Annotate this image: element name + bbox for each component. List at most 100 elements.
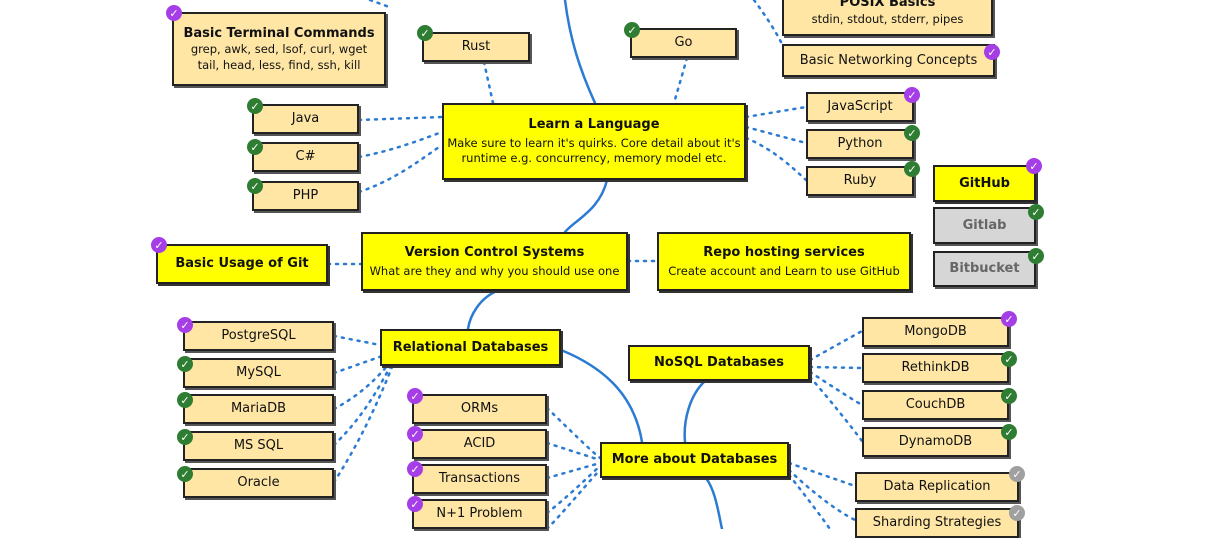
node-line: runtime e.g. concurrency, memory model e… <box>461 151 727 166</box>
done-check-icon: ✓ <box>177 466 193 482</box>
personal-recommendation-icon: ✓ <box>407 496 423 512</box>
done-check-icon: ✓ <box>1028 248 1044 264</box>
link-dots <box>752 0 784 46</box>
gitlab-node[interactable]: Gitlab <box>933 207 1036 244</box>
link-dots <box>787 473 832 529</box>
rethinkdb-node[interactable]: RethinkDB <box>862 353 1009 383</box>
github-node[interactable]: GitHub <box>933 165 1036 202</box>
main-path-curve <box>683 379 707 444</box>
main-path-curve <box>563 178 609 234</box>
dynamodb-node[interactable]: DynamoDB <box>862 427 1009 457</box>
node-line: Create account and Learn to use GitHub <box>668 263 900 278</box>
link-dots <box>332 334 382 347</box>
orms-node[interactable]: ORMs <box>412 394 547 424</box>
learn-a-language-node[interactable]: Learn a Language Make sure to learn it's… <box>442 103 746 180</box>
link-dots <box>357 130 444 159</box>
personal-recommendation-icon: ✓ <box>151 237 167 253</box>
basic-terminal-commands-node[interactable]: Basic Terminal Commands grep, awk, sed, … <box>172 12 386 86</box>
n-plus-one-problem-node[interactable]: N+1 Problem <box>412 499 547 529</box>
go-node[interactable]: Go <box>630 28 737 58</box>
node-title: Bitbucket <box>949 261 1020 277</box>
node-title: Gitlab <box>962 217 1007 233</box>
link-dots <box>332 365 394 484</box>
link-dots <box>332 353 387 375</box>
php-node[interactable]: PHP <box>252 181 359 211</box>
link-dots <box>787 461 857 488</box>
basic-usage-of-git-node[interactable]: Basic Usage of Git <box>156 244 328 284</box>
link-dots <box>482 60 495 105</box>
node-title: Version Control Systems <box>404 244 585 260</box>
repo-hosting-services-node[interactable]: Repo hosting services Create account and… <box>657 232 911 291</box>
node-title: C# <box>295 149 316 165</box>
node-line: tail, head, less, find, ssh, kill <box>197 57 361 72</box>
node-line: What are they and why you should use one <box>369 263 620 278</box>
done-check-icon: ✓ <box>177 392 193 408</box>
personal-recommendation-icon: ✓ <box>166 5 182 21</box>
done-check-icon: ✓ <box>177 429 193 445</box>
done-check-icon: ✓ <box>247 98 263 114</box>
personal-recommendation-icon: ✓ <box>1026 158 1042 174</box>
link-dots <box>744 105 808 119</box>
node-line: grep, awk, sed, lsof, curl, wget <box>190 42 368 57</box>
python-node[interactable]: Python <box>806 129 914 159</box>
main-path-curve <box>563 0 597 105</box>
node-title: ACID <box>463 436 496 452</box>
data-replication-node[interactable]: Data Replication <box>855 472 1019 502</box>
link-dots <box>808 375 864 443</box>
link-dots <box>545 441 602 462</box>
alternative-option-icon: ✓ <box>1009 466 1025 482</box>
personal-recommendation-icon: ✓ <box>984 44 1000 60</box>
oracle-node[interactable]: Oracle <box>183 468 334 498</box>
node-title: NoSQL Databases <box>654 355 784 371</box>
more-about-databases-node[interactable]: More about Databases <box>600 442 789 478</box>
node-title: Transactions <box>438 471 521 487</box>
relational-databases-node[interactable]: Relational Databases <box>380 329 561 366</box>
node-line: Make sure to learn it's quirks. Core det… <box>447 135 741 150</box>
posix-basics-node[interactable]: POSIX Basics stdin, stdout, stderr, pipe… <box>782 0 993 36</box>
version-control-systems-node[interactable]: Version Control Systems What are they an… <box>361 232 628 291</box>
acid-node[interactable]: ACID <box>412 429 547 459</box>
link-dots <box>545 461 602 480</box>
link-dots <box>545 464 602 515</box>
node-title: ORMs <box>460 401 499 417</box>
ruby-node[interactable]: Ruby <box>806 166 914 196</box>
csharp-node[interactable]: C# <box>252 142 359 172</box>
java-node[interactable]: Java <box>252 104 359 134</box>
link-dots <box>808 365 864 370</box>
basic-networking-node[interactable]: Basic Networking Concepts <box>782 44 995 77</box>
node-title: MySQL <box>236 365 281 381</box>
rust-node[interactable]: Rust <box>422 32 530 62</box>
alternative-option-icon: ✓ <box>1009 505 1025 521</box>
node-title: GitHub <box>959 175 1010 191</box>
node-title: MS SQL <box>233 438 284 454</box>
javascript-node[interactable]: JavaScript <box>806 92 914 122</box>
node-title: Repo hosting services <box>703 244 865 260</box>
link-dots <box>545 468 602 529</box>
node-title: MariaDB <box>230 401 287 417</box>
node-title: N+1 Problem <box>436 506 523 522</box>
ms-sql-node[interactable]: MS SQL <box>183 431 334 461</box>
node-title: Go <box>674 35 693 51</box>
postgresql-node[interactable]: PostgreSQL <box>183 321 334 351</box>
sharding-strategies-node[interactable]: Sharding Strategies <box>855 508 1019 538</box>
transactions-node[interactable]: Transactions <box>412 464 547 494</box>
personal-recommendation-icon: ✓ <box>904 87 920 103</box>
link-dots <box>808 329 864 362</box>
bitbucket-node[interactable]: Bitbucket <box>933 251 1036 287</box>
node-title: PHP <box>292 188 319 204</box>
node-title: Sharding Strategies <box>872 515 1002 531</box>
main-path-curve <box>466 289 499 331</box>
main-path-curve <box>704 476 724 529</box>
mariadb-node[interactable]: MariaDB <box>183 394 334 424</box>
done-check-icon: ✓ <box>904 161 920 177</box>
link-dots <box>368 0 394 10</box>
mysql-node[interactable]: MySQL <box>183 358 334 388</box>
node-title: Basic Usage of Git <box>175 256 309 272</box>
node-title: Java <box>291 111 320 127</box>
couchdb-node[interactable]: CouchDB <box>862 390 1009 420</box>
mongodb-node[interactable]: MongoDB <box>862 317 1009 347</box>
main-path-curve <box>559 348 644 444</box>
personal-recommendation-icon: ✓ <box>177 317 193 333</box>
nosql-databases-node[interactable]: NoSQL Databases <box>628 345 810 381</box>
done-check-icon: ✓ <box>177 356 193 372</box>
